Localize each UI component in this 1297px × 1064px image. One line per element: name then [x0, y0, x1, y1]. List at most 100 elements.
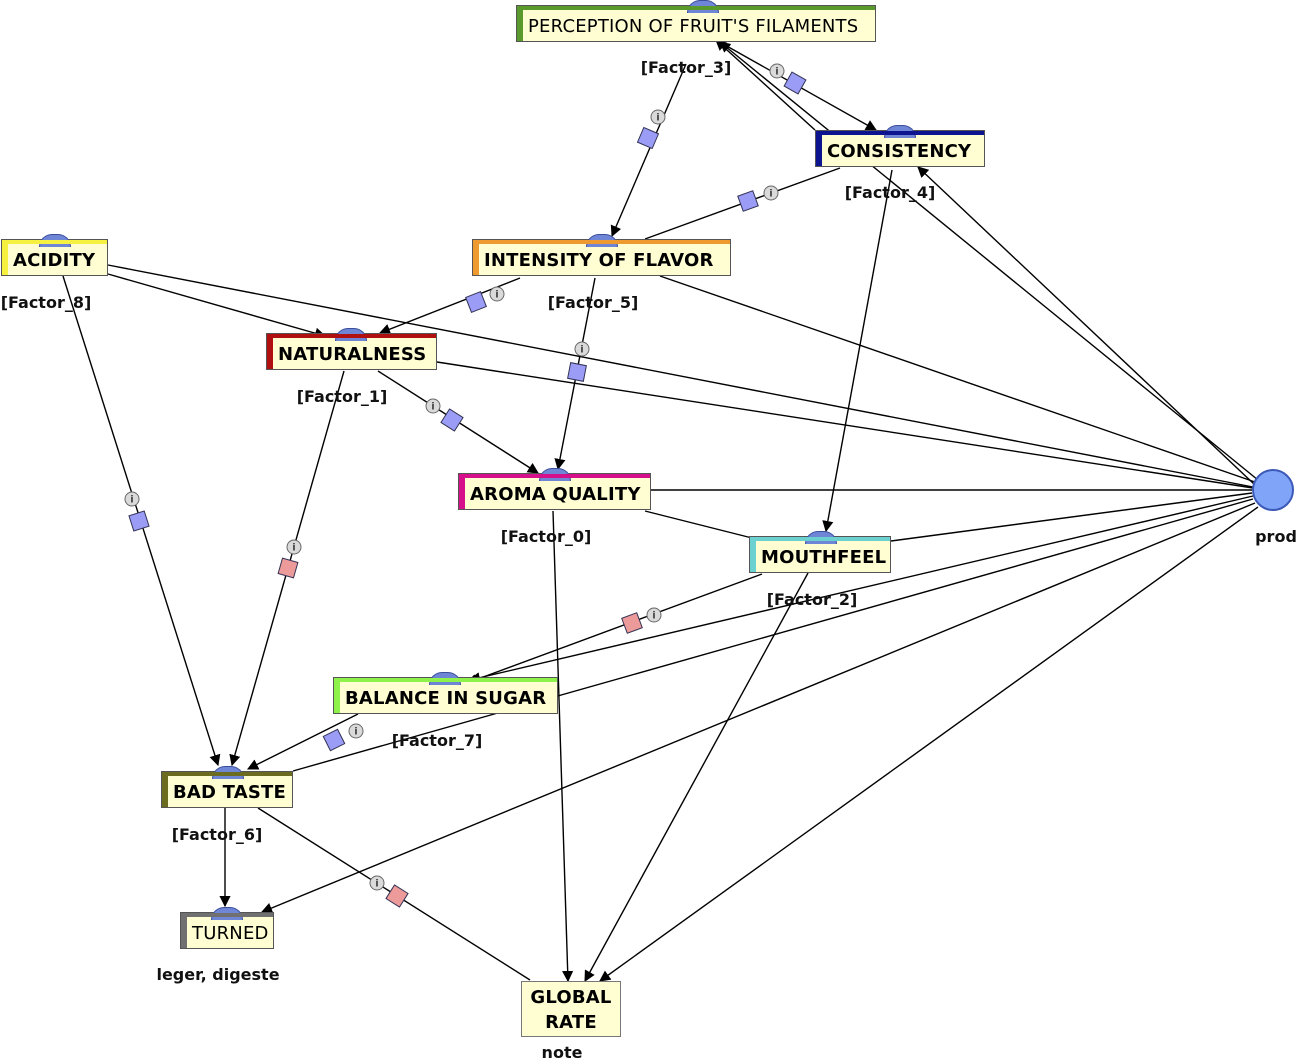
node-color-edge: [181, 913, 187, 948]
info-icon[interactable]: i: [348, 723, 364, 739]
edge-prod-badtaste[interactable]: [292, 498, 1254, 772]
influence-marker-perception-intensity[interactable]: [636, 126, 660, 150]
node-label: CONSISTENCY: [827, 140, 972, 162]
node-caption-factor-3: [Factor_3]: [640, 58, 732, 77]
info-icon[interactable]: i: [646, 607, 662, 623]
svg-text:i: i: [769, 189, 772, 200]
node-color-bar: [162, 772, 292, 776]
node-color-edge: [162, 772, 168, 807]
node-color-edge: [2, 240, 8, 275]
edge-prod-balance[interactable]: [468, 495, 1254, 684]
svg-text:i: i: [580, 345, 583, 356]
node-color-edge: [750, 537, 756, 572]
info-icon[interactable]: i: [286, 539, 302, 555]
influence-marker-balance-badtaste[interactable]: [322, 728, 346, 752]
edge-prod-mouthfeel[interactable]: [890, 492, 1253, 542]
svg-text:i: i: [775, 67, 778, 78]
svg-text:i: i: [431, 402, 434, 413]
influence-marker-intensity-aroma[interactable]: [567, 362, 587, 382]
node-color-bar: [750, 537, 890, 541]
edge-aroma-mouthfeel[interactable]: [644, 510, 753, 539]
node-prod[interactable]: [1252, 469, 1294, 511]
info-icon[interactable]: i: [574, 341, 590, 357]
node-caption-note: note: [541, 1043, 583, 1062]
influence-marker-consistency-intensity[interactable]: [737, 190, 759, 212]
edge-consistency-mouthfeel[interactable]: [822, 169, 893, 533]
svg-text:i: i: [354, 727, 357, 738]
node-turned[interactable]: TURNED: [180, 907, 274, 949]
influence-marker-intensity-naturalness[interactable]: [464, 290, 488, 314]
node-caption-factor-6: [Factor_6]: [171, 825, 263, 844]
node-color-edge: [267, 334, 273, 369]
edge-prod-naturalness[interactable]: [436, 361, 1254, 489]
edge-prod-turned[interactable]: [260, 502, 1256, 914]
node-label: TURNED: [192, 922, 269, 944]
node-label: PERCEPTION OF FRUIT'S FILAMENTS: [528, 15, 859, 37]
info-icon[interactable]: i: [124, 491, 140, 507]
node-color-bar: [459, 474, 650, 478]
edge-prod-global[interactable]: [599, 506, 1259, 982]
node-caption-factor-8: [Factor_8]: [0, 293, 92, 312]
node-caption-factor-4: [Factor_4]: [844, 183, 936, 202]
node-caption-prod: prod: [1255, 527, 1297, 546]
edge-balance-badtaste[interactable]: [246, 713, 359, 770]
influence-marker-badtaste-global[interactable]: [385, 884, 409, 908]
node-naturalness[interactable]: NATURALNESS: [266, 328, 437, 370]
node-intensity-of-flavor[interactable]: INTENSITY OF FLAVOR: [472, 234, 731, 276]
node-color-edge: [517, 6, 523, 41]
info-icon[interactable]: i: [425, 398, 441, 414]
influence-marker-acidity-badtaste[interactable]: [128, 510, 150, 532]
node-mouthfeel[interactable]: MOUTHFEEL: [749, 531, 891, 573]
node-perception-of-fruits-filaments[interactable]: PERCEPTION OF FRUIT'S FILAMENTS: [516, 0, 876, 42]
influence-marker-naturalness-aroma[interactable]: [440, 408, 464, 432]
node-global-rate[interactable]: GLOBAL RATE: [521, 981, 621, 1037]
svg-text:i: i: [495, 290, 498, 301]
edge-consistency-perception[interactable]: [715, 39, 816, 131]
edge-prod-acidity[interactable]: [107, 264, 1254, 488]
edge-aroma-global[interactable]: [552, 510, 574, 983]
info-icon[interactable]: i: [769, 63, 785, 79]
info-icon[interactable]: i: [650, 109, 666, 125]
node-label: AROMA QUALITY: [470, 483, 641, 505]
node-balance-in-sugar[interactable]: BALANCE IN SUGAR: [333, 672, 558, 714]
node-caption-turned: leger, digeste: [156, 965, 280, 984]
node-aroma-quality[interactable]: AROMA QUALITY: [458, 468, 651, 510]
node-bad-taste[interactable]: BAD TASTE: [161, 766, 293, 808]
edge-mouthfeel-balance[interactable]: [465, 573, 763, 685]
node-color-edge: [473, 240, 479, 275]
node-color-edge: [334, 678, 340, 713]
node-label: ACIDITY: [13, 249, 96, 271]
svg-text:i: i: [130, 495, 133, 506]
edge-prod-perception[interactable]: [719, 41, 1259, 481]
edge-acidity-naturalness[interactable]: [107, 273, 327, 339]
svg-text:i: i: [656, 113, 659, 124]
node-label: INTENSITY OF FLAVOR: [484, 249, 714, 271]
edge-intensity-naturalness[interactable]: [378, 277, 521, 335]
node-color-edge: [459, 474, 465, 509]
influence-marker-perception-consistency[interactable]: [783, 71, 807, 95]
edge-perception-intensity[interactable]: [610, 63, 687, 238]
node-acidity[interactable]: ACIDITY: [1, 234, 108, 276]
node-color-bar: [517, 6, 875, 10]
info-icon[interactable]: i: [763, 185, 779, 201]
node-caption-factor-1: [Factor_1]: [296, 387, 388, 406]
node-color-bar: [2, 240, 107, 244]
node-color-bar: [473, 240, 730, 244]
edge-prod-intensity[interactable]: [659, 275, 1256, 483]
node-caption-factor-2: [Factor_2]: [766, 590, 858, 609]
influence-marker-naturalness-badtaste[interactable]: [277, 557, 299, 579]
node-label: BAD TASTE: [173, 781, 287, 803]
node-color-edge: [816, 131, 822, 166]
info-icon[interactable]: i: [489, 286, 505, 302]
node-caption-factor-5: [Factor_5]: [547, 293, 639, 312]
edge-mouthfeel-global[interactable]: [584, 572, 809, 982]
info-icon[interactable]: i: [369, 875, 385, 891]
node-label: NATURALNESS: [278, 343, 427, 365]
svg-text:i: i: [652, 611, 655, 622]
node-consistency[interactable]: CONSISTENCY: [815, 125, 985, 167]
influence-marker-mouthfeel-balance[interactable]: [621, 612, 643, 634]
node-label: BALANCE IN SUGAR: [345, 687, 547, 709]
node-label: MOUTHFEEL: [761, 546, 887, 568]
